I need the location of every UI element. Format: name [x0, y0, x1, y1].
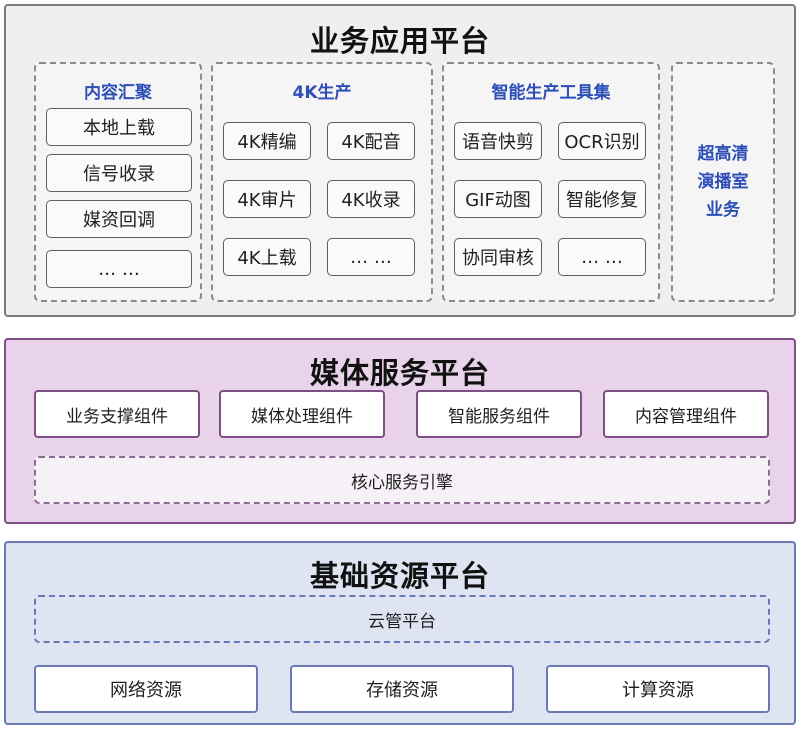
business-support-component: 业务支撑组件 — [34, 390, 200, 438]
infra-resource-title: 基础资源平台 — [309, 559, 490, 593]
app-platform-title: 业务应用平台 — [309, 24, 490, 58]
4k-review-box: 4K审片 — [223, 180, 311, 218]
voice-quick-cut-box: 语音快剪 — [454, 122, 542, 160]
4k-dubbing-box: 4K配音 — [327, 122, 415, 160]
core-service-engine: 核心服务引擎 — [34, 456, 770, 504]
4k-fine-edit-box: 4K精编 — [223, 122, 311, 160]
4k-upload-box: 4K上载 — [223, 238, 311, 276]
gif-animation-box: GIF动图 — [454, 180, 542, 218]
content-aggregation-group: 内容汇聚 本地上载 信号收录 媒资回调 … … — [34, 62, 202, 302]
content-management-component: 内容管理组件 — [603, 390, 769, 438]
cloud-management-platform: 云管平台 — [34, 595, 770, 643]
storage-resource-box: 存储资源 — [290, 665, 514, 713]
network-resource-box: 网络资源 — [34, 665, 258, 713]
smart-tools-title: 智能生产工具集 — [491, 83, 611, 103]
production-4k-group: 4K生产 4K精编 4K配音 4K审片 4K收录 4K上载 … … — [211, 62, 433, 302]
media-processing-component: 媒体处理组件 — [219, 390, 385, 438]
smart-tools-group: 智能生产工具集 语音快剪 OCR识别 GIF动图 智能修复 协同审核 … … — [442, 62, 660, 302]
4k-ingest-box: 4K收录 — [327, 180, 415, 218]
smart-service-component: 智能服务组件 — [416, 390, 582, 438]
more-box: … … — [558, 238, 646, 276]
compute-resource-box: 计算资源 — [546, 665, 770, 713]
media-service-layer: 媒体服务平台 业务支撑组件 媒体处理组件 智能服务组件 内容管理组件 核心服务引… — [4, 338, 796, 524]
collaborative-review-box: 协同审核 — [454, 238, 542, 276]
media-service-title: 媒体服务平台 — [309, 356, 490, 390]
content-aggregation-title: 内容汇聚 — [84, 83, 152, 103]
media-asset-recall-box: 媒资回调 — [46, 200, 192, 238]
infra-resource-layer: 基础资源平台 云管平台 网络资源 存储资源 计算资源 — [4, 541, 796, 725]
local-upload-box: 本地上载 — [46, 108, 192, 146]
production-4k-title: 4K生产 — [292, 83, 352, 103]
app-platform-layer: 业务应用平台 内容汇聚 本地上载 信号收录 媒资回调 … … 4K生产 4K精编… — [4, 4, 796, 317]
ocr-recognition-box: OCR识别 — [558, 122, 646, 160]
uhd-studio-line-1: 超高清 — [697, 144, 749, 164]
more-box: … … — [46, 250, 192, 288]
uhd-studio-group: 超高清 演播室 业务 — [671, 62, 775, 302]
more-box: … … — [327, 238, 415, 276]
uhd-studio-line-2: 演播室 — [697, 172, 749, 192]
signal-ingest-box: 信号收录 — [46, 154, 192, 192]
uhd-studio-line-3: 业务 — [706, 200, 740, 220]
smart-repair-box: 智能修复 — [558, 180, 646, 218]
